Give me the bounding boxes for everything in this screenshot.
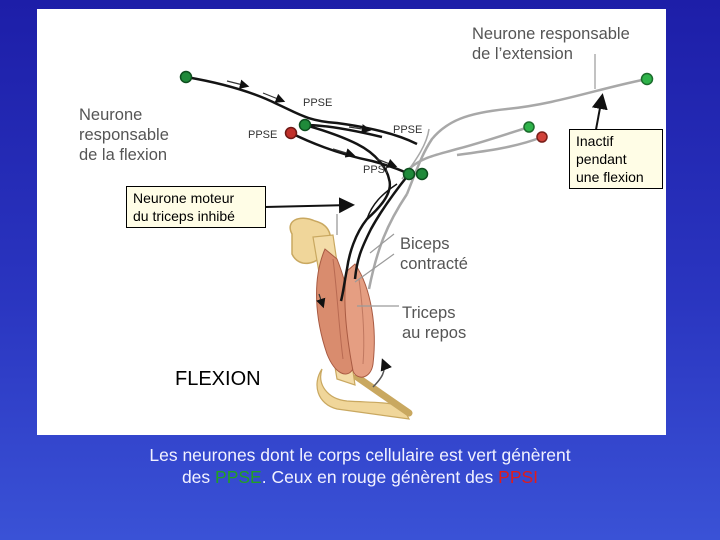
ppse-interneuron-body (298, 118, 312, 132)
flexion-neuron-body (179, 70, 193, 84)
extension-neuron-body (640, 72, 654, 86)
caption-ppse: PPSE (215, 467, 262, 487)
ppsi-interneuron-body (284, 126, 298, 140)
extension-label-line2: de l’extension (472, 45, 573, 63)
neuron-diagram (179, 54, 654, 420)
caption-line1: Les neurones dont le corps cellulaire es… (149, 445, 571, 465)
biceps-label-line2: contracté (400, 255, 468, 273)
ppse-label-left: PPSE (248, 129, 278, 141)
biceps-label-line1: Biceps (400, 235, 450, 253)
triceps-inhibited-line1: Neurone moteur (133, 190, 235, 206)
label-leader-lines (354, 54, 596, 307)
caption-ppsi: PPSI (498, 467, 539, 487)
caption-line2: des PPSE. Ceux en rouge génèrent des PPS… (0, 466, 720, 488)
triceps-motor-neuron-body (415, 167, 429, 181)
ppsi-label: PPSI (363, 164, 389, 176)
flexor-motor-neuron-body (402, 167, 416, 181)
triceps-inhibited-line2: du triceps inhibé (133, 208, 235, 224)
extension-pathway (336, 77, 648, 290)
caption: Les neurones dont le corps cellulaire es… (0, 444, 720, 488)
inactive-callout-line2: une flexion (576, 169, 644, 185)
caption-prefix: des (181, 467, 216, 487)
flexion-pathway (185, 75, 418, 302)
flexion-label-line3: de la flexion (79, 146, 168, 164)
triceps-inhibited-callout: Neurone moteur du triceps inhibé (126, 186, 266, 228)
caption-middle: . Ceux en rouge génèrent des (261, 467, 499, 487)
inactive-callout: Inactif pendant une flexion (569, 129, 663, 189)
ppse-label-top: PPSE (303, 97, 333, 109)
triceps-label-line2: au repos (402, 324, 467, 342)
ppse-label-center: PPSE (393, 124, 423, 136)
triceps-inhibited-arrow (264, 197, 355, 214)
flexion-label-line1: Neurone (79, 106, 143, 124)
flexion-label-line2: responsable (79, 126, 169, 144)
diagram-panel: Neurone responsable de l’extension Neuro… (37, 9, 666, 435)
triceps-label-line1: Triceps (402, 304, 456, 322)
arm-illustration (289, 217, 413, 420)
signal-direction-arrows (226, 79, 398, 309)
extension-green-interneuron (523, 121, 535, 133)
cell-bodies (179, 70, 654, 181)
inactive-callout-line1: Inactif pendant (576, 133, 627, 167)
inactive-arrow (591, 93, 608, 136)
extension-red-interneuron (536, 131, 548, 143)
movement-label: FLEXION (175, 368, 261, 390)
extension-label-line1: Neurone responsable (472, 25, 630, 43)
